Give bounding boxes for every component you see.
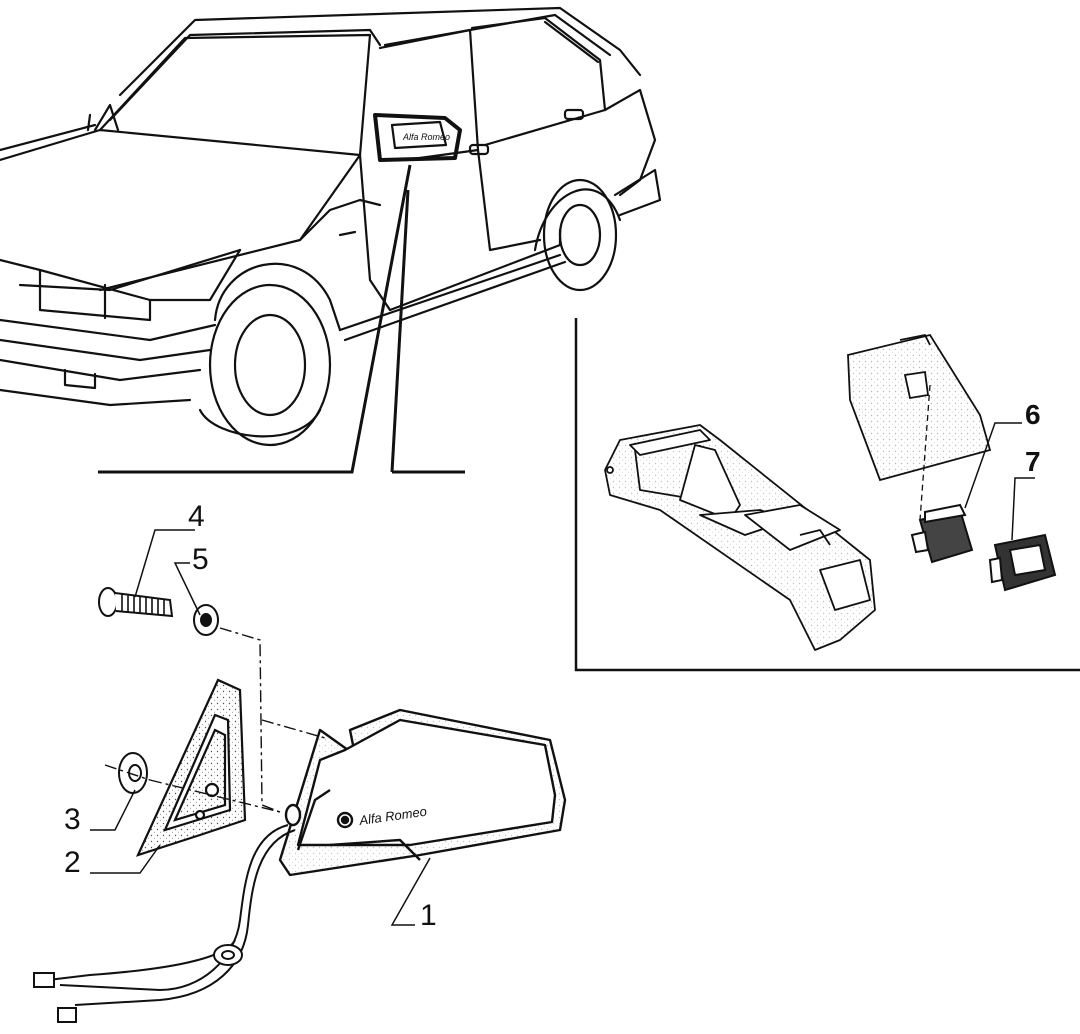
car-leader-lines — [98, 164, 465, 474]
callout-5: 5 — [192, 543, 209, 576]
leader-panel-switch — [919, 384, 931, 521]
callout-1: 1 — [420, 899, 437, 932]
inset-callout-leaders — [964, 422, 1035, 541]
callout-3: 3 — [64, 803, 81, 836]
mirror-housing-part-1 — [278, 708, 567, 877]
assembly-centerlines — [104, 627, 326, 813]
mirror-cable — [33, 824, 296, 1023]
car-illustration — [0, 6, 662, 447]
mirror-callout-leaders — [90, 529, 431, 926]
bracket-part-2 — [135, 678, 247, 857]
callout-4: 4 — [188, 500, 205, 533]
bolt-part-4 — [98, 587, 174, 618]
switch-part-7 — [988, 533, 1057, 592]
callout-6: 6 — [1025, 399, 1041, 430]
trim-panel — [847, 333, 992, 482]
washer-part-5 — [193, 604, 219, 636]
switch-part-6 — [910, 503, 974, 564]
inset-frame — [574, 318, 1080, 672]
nut-part-3 — [118, 752, 148, 794]
callout-2: 2 — [64, 846, 81, 879]
center-console — [604, 424, 876, 651]
car-mirror-script: Alfa Romeo — [402, 132, 450, 142]
callout-7: 7 — [1025, 446, 1041, 477]
